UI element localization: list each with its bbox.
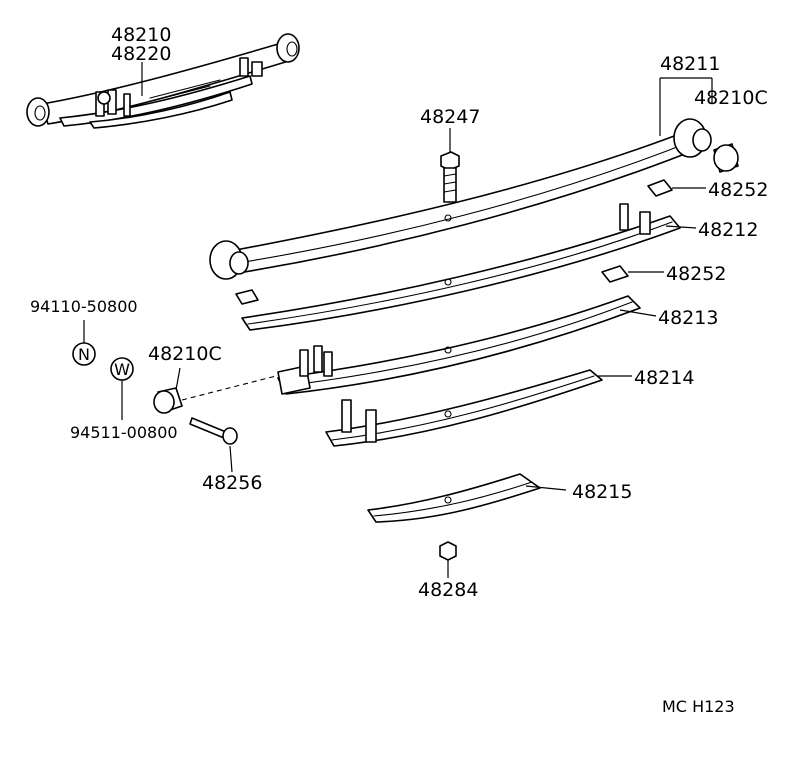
label-48284: 48284 [418, 579, 478, 601]
label-48220: 48220 [111, 43, 171, 65]
label-48252-upper: 48252 [708, 179, 768, 201]
label-48247: 48247 [420, 106, 480, 128]
label-94110-50800: 94110-50800 [30, 297, 138, 316]
spring-pad-lower [601, 265, 629, 283]
shackle-bolt [189, 417, 238, 445]
leaf-no2 [241, 203, 681, 331]
label-48210c-right: 48210C [694, 87, 768, 109]
label-48210c-left: 48210C [148, 343, 222, 365]
bushing-left [153, 375, 277, 414]
center-bolt-nut [439, 541, 457, 561]
label-48212: 48212 [698, 219, 758, 241]
n-symbol: N [72, 342, 96, 366]
leader-lines [83, 62, 713, 578]
label-48210: 48210 [111, 24, 171, 46]
label-48213: 48213 [658, 307, 718, 329]
leaf-no1 [209, 118, 712, 280]
label-48215: 48215 [572, 481, 632, 503]
w-symbol: W [110, 357, 134, 381]
label-94511-00800: 94511-00800 [70, 423, 178, 442]
leaf-no4 [325, 369, 603, 447]
bushing-right [713, 143, 739, 173]
svg-text:N: N [78, 345, 90, 364]
spring-pad-upper [647, 179, 673, 197]
center-bolt [440, 151, 460, 203]
spring-pad-left [235, 289, 259, 305]
spring-assembly-thumbnail [26, 33, 300, 129]
part-labels: 48210 48220 48211 48210C 48247 48252 482… [30, 24, 768, 716]
drawing-code: MC H123 [662, 697, 735, 716]
label-48214: 48214 [634, 367, 694, 389]
label-48256: 48256 [202, 472, 262, 494]
leaf-no3 [277, 295, 641, 395]
label-48211: 48211 [660, 53, 720, 75]
svg-text:W: W [114, 360, 130, 379]
label-48252-lower: 48252 [666, 263, 726, 285]
leaf-no5 [367, 473, 541, 523]
